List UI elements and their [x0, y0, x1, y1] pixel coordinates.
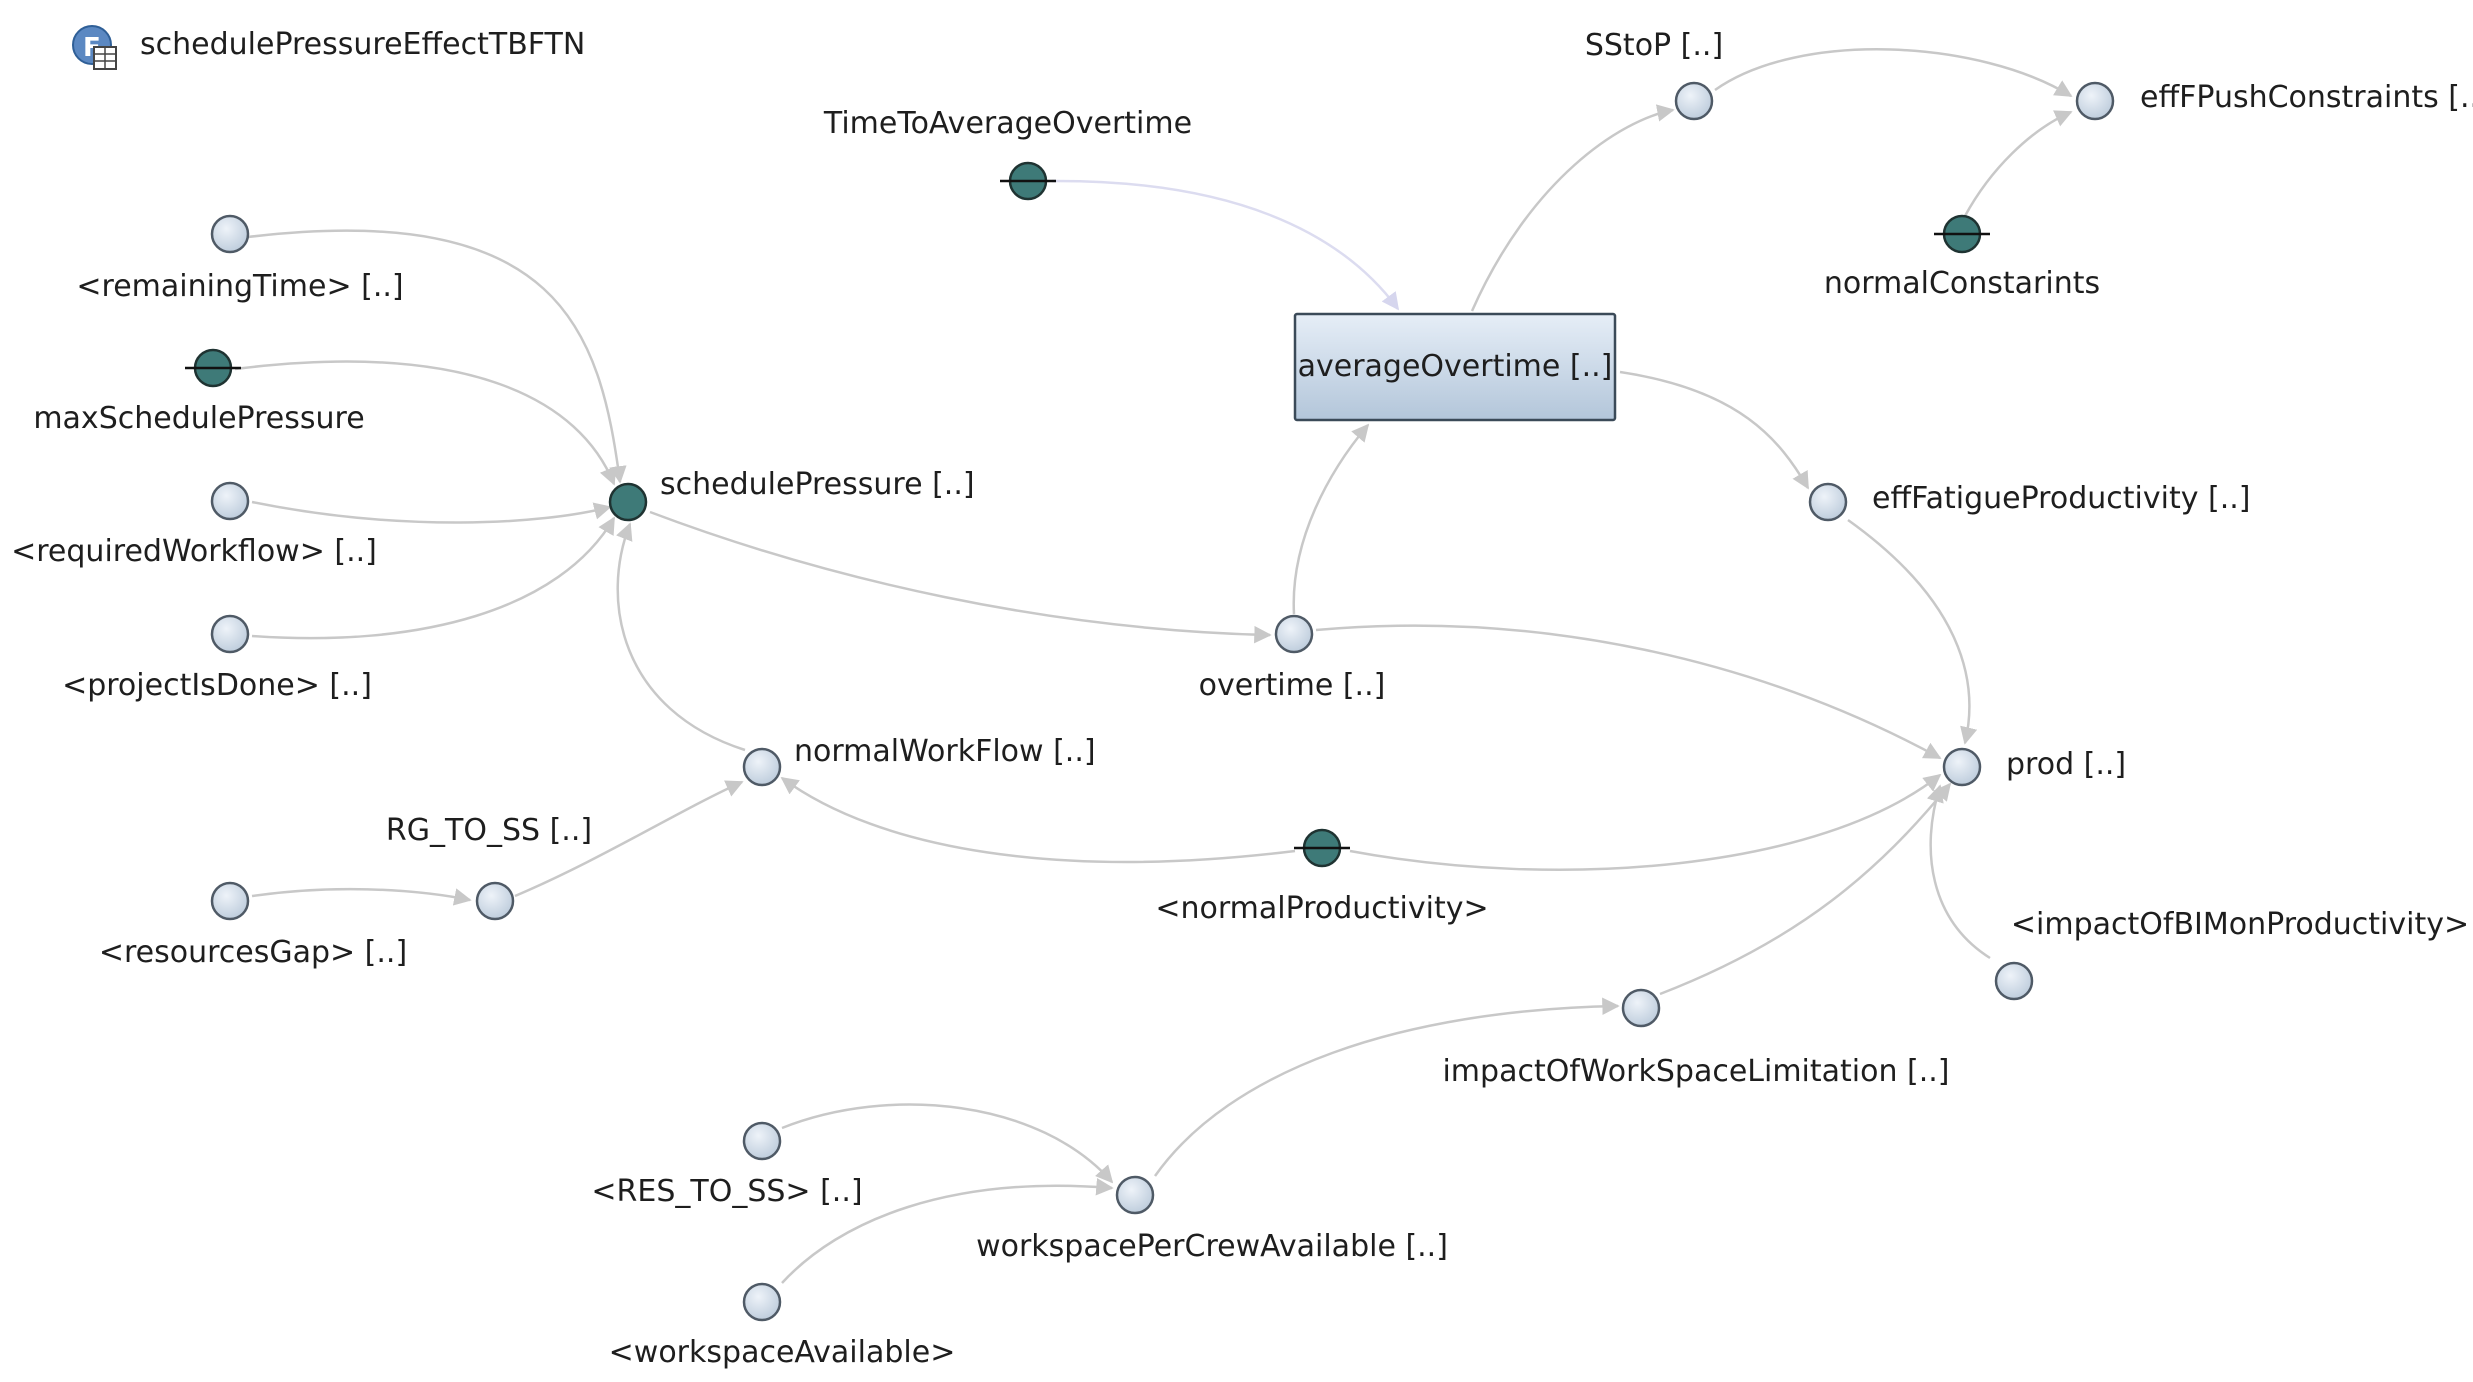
node-effFatigueProductivity[interactable]: effFatigueProductivity [..]: [1808, 481, 2251, 522]
node-overtime[interactable]: overtime [..]: [1199, 614, 1386, 703]
link-normalProductivity-prod: [1349, 773, 1942, 872]
node-label: <RES_TO_SS> [..]: [591, 1174, 862, 1209]
node-label: workspacePerCrewAvailable [..]: [976, 1229, 1448, 1264]
link-RES_TO_SS-workspacePerCrewAvailable: [781, 1103, 1114, 1184]
link-normalProductivity-normalWorkFlow: [780, 776, 1296, 864]
node-label: TimeToAverageOvertime: [823, 106, 1192, 141]
node-label: overtime [..]: [1199, 668, 1386, 703]
node-impactOfBIMonProductivity[interactable]: <impactOfBIMonProductivity>: [1994, 907, 2469, 1001]
node-label: averageOvertime [..]: [1298, 349, 1613, 384]
node-label: prod [..]: [2006, 747, 2126, 782]
node-label: <resourcesGap> [..]: [99, 935, 407, 970]
node-maxSchedulePressure[interactable]: maxSchedulePressure: [33, 348, 365, 436]
link-maxSchedulePressure-schedulePressure: [234, 360, 617, 486]
node-label: <impactOfBIMonProductivity>: [2011, 907, 2469, 942]
node-RG_TO_SS[interactable]: RG_TO_SS [..]: [386, 813, 592, 921]
link-normalConstarints-effFPushConstraints: [1963, 110, 2073, 217]
node-requiredWorkflow[interactable]: <requiredWorkflow> [..]: [11, 481, 377, 569]
node-remainingTime[interactable]: <remainingTime> [..]: [76, 214, 404, 304]
node-label: SStoP [..]: [1585, 28, 1723, 63]
node-schedulePressure[interactable]: schedulePressure [..]: [608, 467, 975, 522]
node-normalProductivity[interactable]: <normalProductivity>: [1155, 828, 1489, 926]
node-TimeToAverageOvertime[interactable]: TimeToAverageOvertime: [823, 106, 1192, 201]
link-RG_TO_SS-normalWorkFlow: [514, 780, 744, 898]
link-resourcesGap-RG_TO_SS: [251, 887, 472, 906]
link-overtime-averageOvertime: [1292, 423, 1370, 615]
node-label: effFPushConstraints [..]: [2140, 80, 2473, 115]
node-label: schedulePressure [..]: [660, 467, 975, 502]
link-SStoP-effFPushConstraints: [1714, 48, 2073, 98]
node-workspacePerCrewAvailable[interactable]: workspacePerCrewAvailable [..]: [976, 1175, 1448, 1264]
node-workspaceAvailable[interactable]: <workspaceAvailable>: [609, 1282, 956, 1370]
node-label: <remainingTime> [..]: [76, 269, 403, 304]
link-projectIsDone-schedulePressure: [251, 516, 616, 640]
link-TimeToAverageOvertime-averageOvertime: [1051, 179, 1400, 311]
diagram-header: F schedulePressureEffectTBFTN: [72, 25, 585, 70]
node-label: normalConstarints: [1824, 266, 2100, 301]
node-projectIsDone[interactable]: <projectIsDone> [..]: [62, 614, 372, 703]
node-RES_TO_SS[interactable]: <RES_TO_SS> [..]: [591, 1121, 863, 1209]
diagram-title: schedulePressureEffectTBFTN: [140, 27, 585, 62]
link-schedulePressure-overtime: [649, 510, 1272, 644]
node-impactOfWorkSpaceLimitation[interactable]: impactOfWorkSpaceLimitation [..]: [1442, 988, 1950, 1089]
node-prod[interactable]: prod [..]: [1942, 747, 2126, 787]
stock-averageOvertime[interactable]: averageOvertime [..]: [1293, 312, 1617, 422]
node-label: maxSchedulePressure: [33, 401, 364, 436]
node-normalConstarints[interactable]: normalConstarints: [1824, 214, 2100, 301]
link-averageOvertime-effFatigueProductivity: [1619, 370, 1810, 490]
link-overtime-prod: [1315, 624, 1942, 760]
link-effFatigueProductivity-prod: [1847, 518, 1978, 745]
link-impactOfWorkSpaceLimitation-prod: [1659, 782, 1952, 996]
node-label: <workspaceAvailable>: [609, 1335, 956, 1370]
link-normalWorkFlow-schedulePressure: [616, 522, 746, 752]
link-averageOvertime-SStoP: [1470, 104, 1675, 312]
links: [234, 48, 2073, 1284]
node-label: RG_TO_SS [..]: [386, 813, 592, 848]
link-impactOfBIMonProductivity-prod: [1926, 784, 1991, 960]
node-normalWorkFlow[interactable]: normalWorkFlow [..]: [742, 734, 1096, 787]
link-workspaceAvailable-workspacePerCrewAvailable: [781, 1178, 1114, 1284]
node-label: normalWorkFlow [..]: [794, 734, 1096, 769]
node-label: effFatigueProductivity [..]: [1872, 481, 2251, 516]
link-workspacePerCrewAvailable-impactOfWorkSpaceLimitation: [1153, 997, 1620, 1177]
node-resourcesGap[interactable]: <resourcesGap> [..]: [99, 881, 407, 970]
link-remainingTime-schedulePressure: [247, 229, 627, 484]
node-label: <normalProductivity>: [1155, 891, 1488, 926]
node-label: <projectIsDone> [..]: [62, 668, 372, 703]
link-requiredWorkflow-schedulePressure: [251, 500, 612, 524]
function-table-icon: F: [72, 25, 117, 70]
node-label: impactOfWorkSpaceLimitation [..]: [1442, 1054, 1949, 1089]
node-effFPushConstraints[interactable]: effFPushConstraints [..]: [2075, 80, 2473, 121]
node-label: <requiredWorkflow> [..]: [11, 534, 377, 569]
node-SStoP[interactable]: SStoP [..]: [1585, 28, 1723, 121]
